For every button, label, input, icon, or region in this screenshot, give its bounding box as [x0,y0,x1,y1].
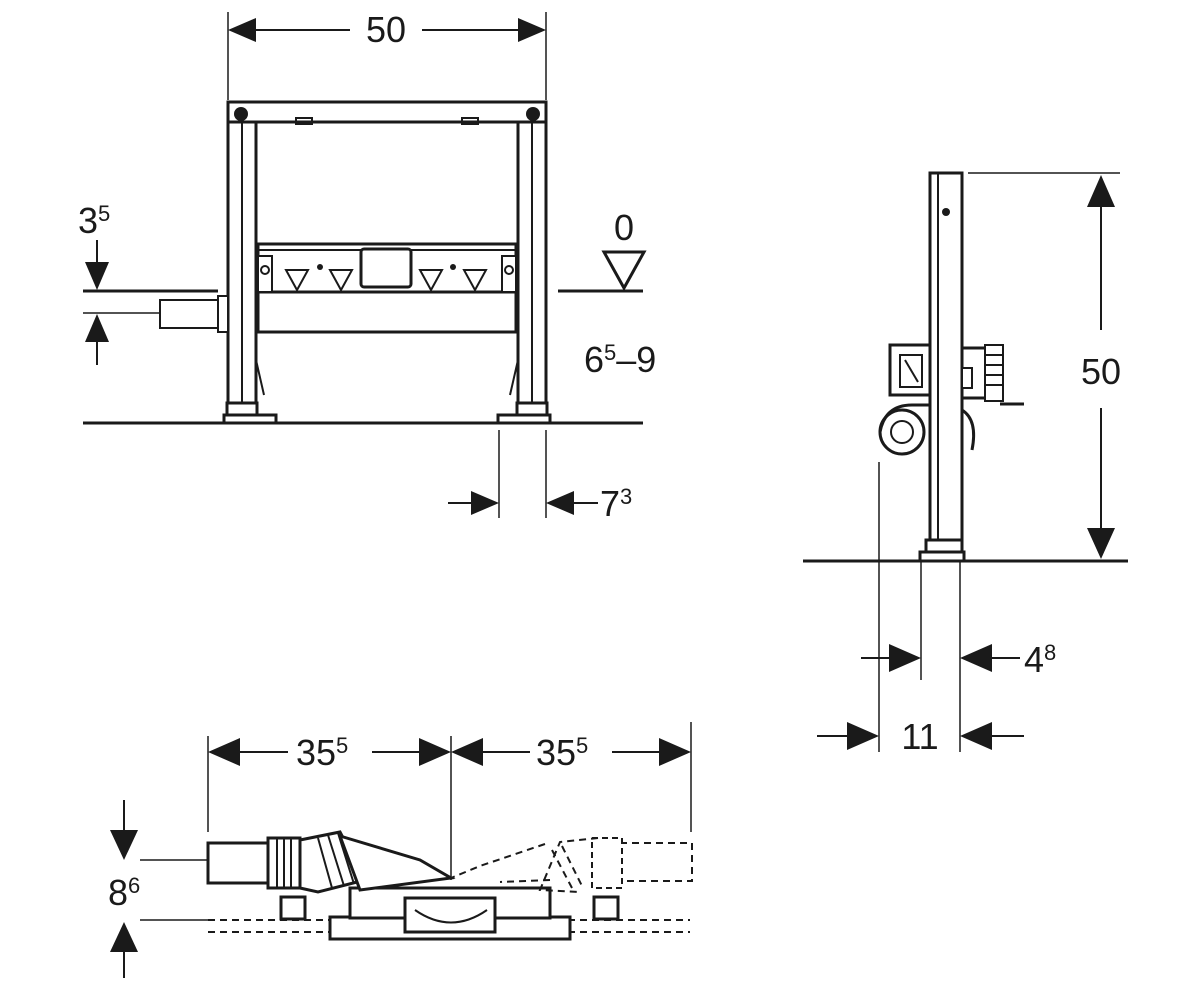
bolt-icon [942,208,950,216]
drain-pipe-stub [159,299,223,329]
top-view: 355 355 [108,722,693,978]
clip-icon [295,117,313,125]
top-pipe-left-sleeve [337,833,456,892]
triangle-icon [418,269,444,293]
clip-icon [461,117,479,125]
frame-left-foot-plate [222,413,278,425]
dim-top-offset: 35 [78,200,110,241]
dim-right-span: 355 [536,732,588,773]
top-pipe-left-bend [298,830,368,894]
side-view: 50 48 11 [803,171,1128,757]
side-foot-plate [918,550,966,563]
top-pipe-left [206,841,272,885]
frame-right-foot-plate [496,413,552,425]
dim-pipe-height: 86 [108,872,140,913]
side-upright [928,171,964,543]
dim-side-height: 50 [1081,351,1121,392]
dim-side-depth-outer: 11 [901,716,938,757]
front-view: 50 35 0 65–9 73 [78,9,656,524]
dim-side-depth-inner: 48 [1024,639,1056,680]
level-marker-icon [601,250,647,292]
bolt-icon [526,107,540,121]
dim-front-width: 50 [366,9,406,50]
bolt-icon [234,107,248,121]
frame-top-rail [226,100,548,124]
triangle-icon [284,269,310,293]
valve-lower-plate [256,290,518,334]
valve-inspection-window [359,247,413,289]
top-drain-box [403,896,497,934]
dim-height-range: 65–9 [584,339,656,380]
top-post-right [592,895,620,921]
dim-left-span: 355 [296,732,348,773]
top-post-left [279,895,307,921]
dim-foot-width: 73 [600,483,632,524]
level-zero-label: 0 [614,207,634,248]
top-pipe-right [619,842,693,882]
triangle-icon [328,269,354,293]
triangle-icon [462,269,488,293]
top-pipe-right-coupling [591,837,623,889]
